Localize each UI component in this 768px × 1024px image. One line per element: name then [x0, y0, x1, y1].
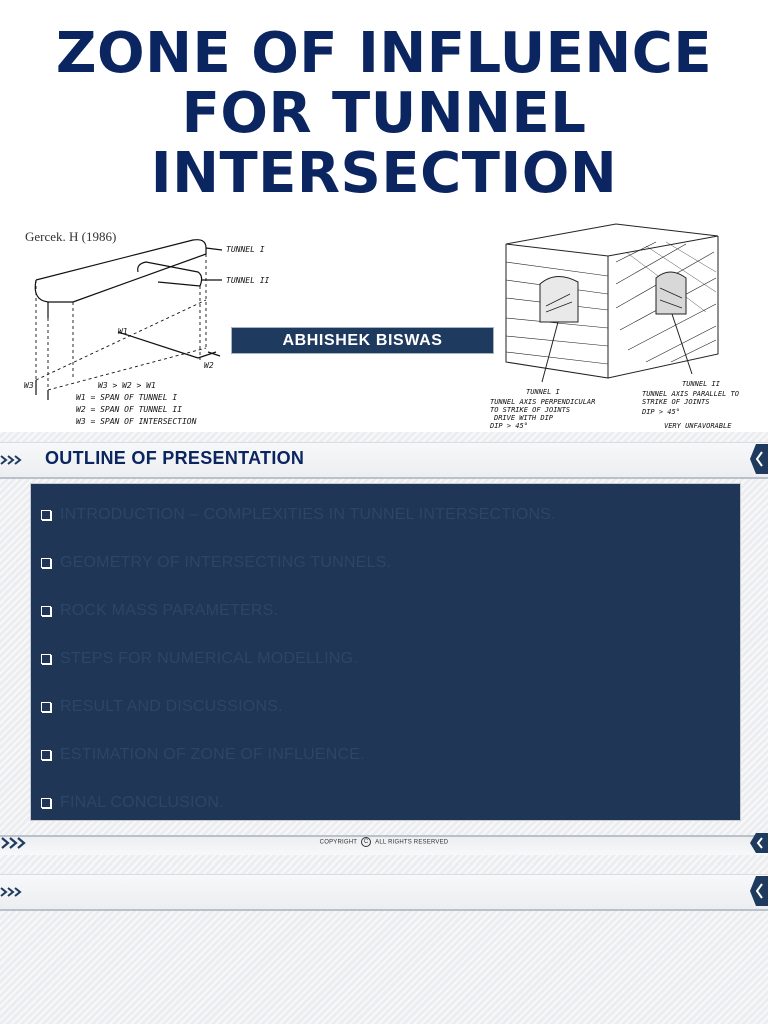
outline-list: INTRODUCTION – COMPLEXITIES IN TUNNEL IN… [31, 484, 740, 842]
footer-band [0, 835, 768, 855]
copyright-icon: C [361, 837, 372, 847]
header-band [0, 442, 768, 479]
author-name: ABHISHEK BISWAS [231, 327, 494, 354]
rights-label: ALL RIGHTS RESERVED [375, 839, 449, 846]
title-line: FOR TUNNEL [181, 81, 587, 146]
outline-heading: OUTLINE OF PRESENTATION [45, 448, 305, 468]
copyright-label: COPYRIGHT [319, 839, 358, 846]
list-item-text: INTRODUCTION – COMPLEXITIES IN TUNNEL IN… [60, 506, 556, 523]
list-item: RESULT AND DISCUSSIONS. [39, 698, 740, 746]
list-item-text: GEOMETRY OF INTERSECTING TUNNELS. [60, 554, 392, 571]
figure-annotation: DIP > 45° [641, 408, 680, 416]
list-item-text: RESULT AND DISCUSSIONS. [60, 698, 283, 715]
square-bullet-icon [41, 798, 51, 808]
list-item: GEOMETRY OF INTERSECTING TUNNELS. [39, 554, 740, 602]
label-tunnel-1: TUNNEL I [526, 388, 561, 396]
double-chevron-icon [1, 837, 26, 849]
outline-slide: OUTLINE OF PRESENTATION INTRODUCTION – C… [0, 432, 768, 864]
square-bullet-icon [41, 510, 51, 520]
double-chevron-icon [0, 887, 22, 897]
tunnel-intersection-diagram: TUNNEL I TUNNEL II W1 W2 W3 W3 > W2 > W1… [18, 230, 270, 435]
label-tunnel-1: TUNNEL I [226, 245, 265, 254]
legend-line: W1 = SPAN OF TUNNEL I [76, 393, 177, 402]
square-bullet-icon [41, 606, 51, 616]
figure-annotation: STRIKE OF JOINTS [642, 398, 709, 406]
list-item: INTRODUCTION – COMPLEXITIES IN TUNNEL IN… [39, 506, 740, 554]
legend-line: W3 = SPAN OF INTERSECTION [76, 417, 197, 426]
header-band [0, 874, 768, 911]
presentation-title: ZONE OF INFLUENCE FOR TUNNEL INTERSECTIO… [0, 24, 768, 204]
figure-annotation: TO STRIKE OF JOINTS [490, 406, 570, 414]
list-item: FINAL CONCLUSION. [39, 794, 740, 842]
square-bullet-icon [41, 558, 51, 568]
figure-citation: Gercek. H (1986) [25, 229, 117, 244]
rock-joint-orientation-diagram: TUNNEL I TUNNEL AXIS PERPENDICULAR TO ST… [489, 222, 768, 437]
figure-annotation: DRIVE WITH DIP [493, 414, 554, 422]
label-relation: W3 > W2 > W1 [98, 381, 156, 390]
list-item-text: ROCK MASS PARAMETERS. [60, 602, 279, 619]
figure-annotation: DIP > 45° [489, 422, 528, 430]
label-w2: W2 [204, 361, 214, 370]
label-w1: W1 [118, 327, 128, 336]
title-line: ZONE OF INFLUENCE [55, 21, 713, 86]
list-item: STEPS FOR NUMERICAL MODELLING. [39, 650, 740, 698]
title-line: INTERSECTION [150, 141, 618, 206]
list-item-text: ESTIMATION OF ZONE OF INFLUENCE. [60, 746, 365, 763]
list-item-text: STEPS FOR NUMERICAL MODELLING. [60, 650, 358, 667]
legend-line: W2 = SPAN OF TUNNEL II [76, 405, 182, 414]
square-bullet-icon [41, 702, 51, 712]
chevron-tab-icon [750, 444, 768, 474]
figure-annotation: TUNNEL AXIS PARALLEL TO [642, 390, 739, 398]
next-slide [0, 864, 768, 1024]
list-item: ROCK MASS PARAMETERS. [39, 602, 740, 650]
figure-annotation: TUNNEL AXIS PERPENDICULAR [490, 398, 595, 406]
label-w3: W3 [24, 381, 34, 390]
double-chevron-icon [0, 455, 22, 465]
chevron-tab-icon [750, 833, 768, 853]
chevron-tab-icon [750, 876, 768, 906]
label-tunnel-2: TUNNEL II [682, 380, 721, 388]
list-item-text: FINAL CONCLUSION. [60, 794, 224, 811]
square-bullet-icon [41, 654, 51, 664]
title-slide: ZONE OF INFLUENCE FOR TUNNEL INTERSECTIO… [0, 0, 768, 432]
list-item: ESTIMATION OF ZONE OF INFLUENCE. [39, 746, 740, 794]
figure-annotation: VERY UNFAVORABLE [664, 422, 732, 430]
label-tunnel-2: TUNNEL II [226, 276, 270, 285]
outline-content-box: INTRODUCTION – COMPLEXITIES IN TUNNEL IN… [30, 483, 741, 821]
square-bullet-icon [41, 750, 51, 760]
